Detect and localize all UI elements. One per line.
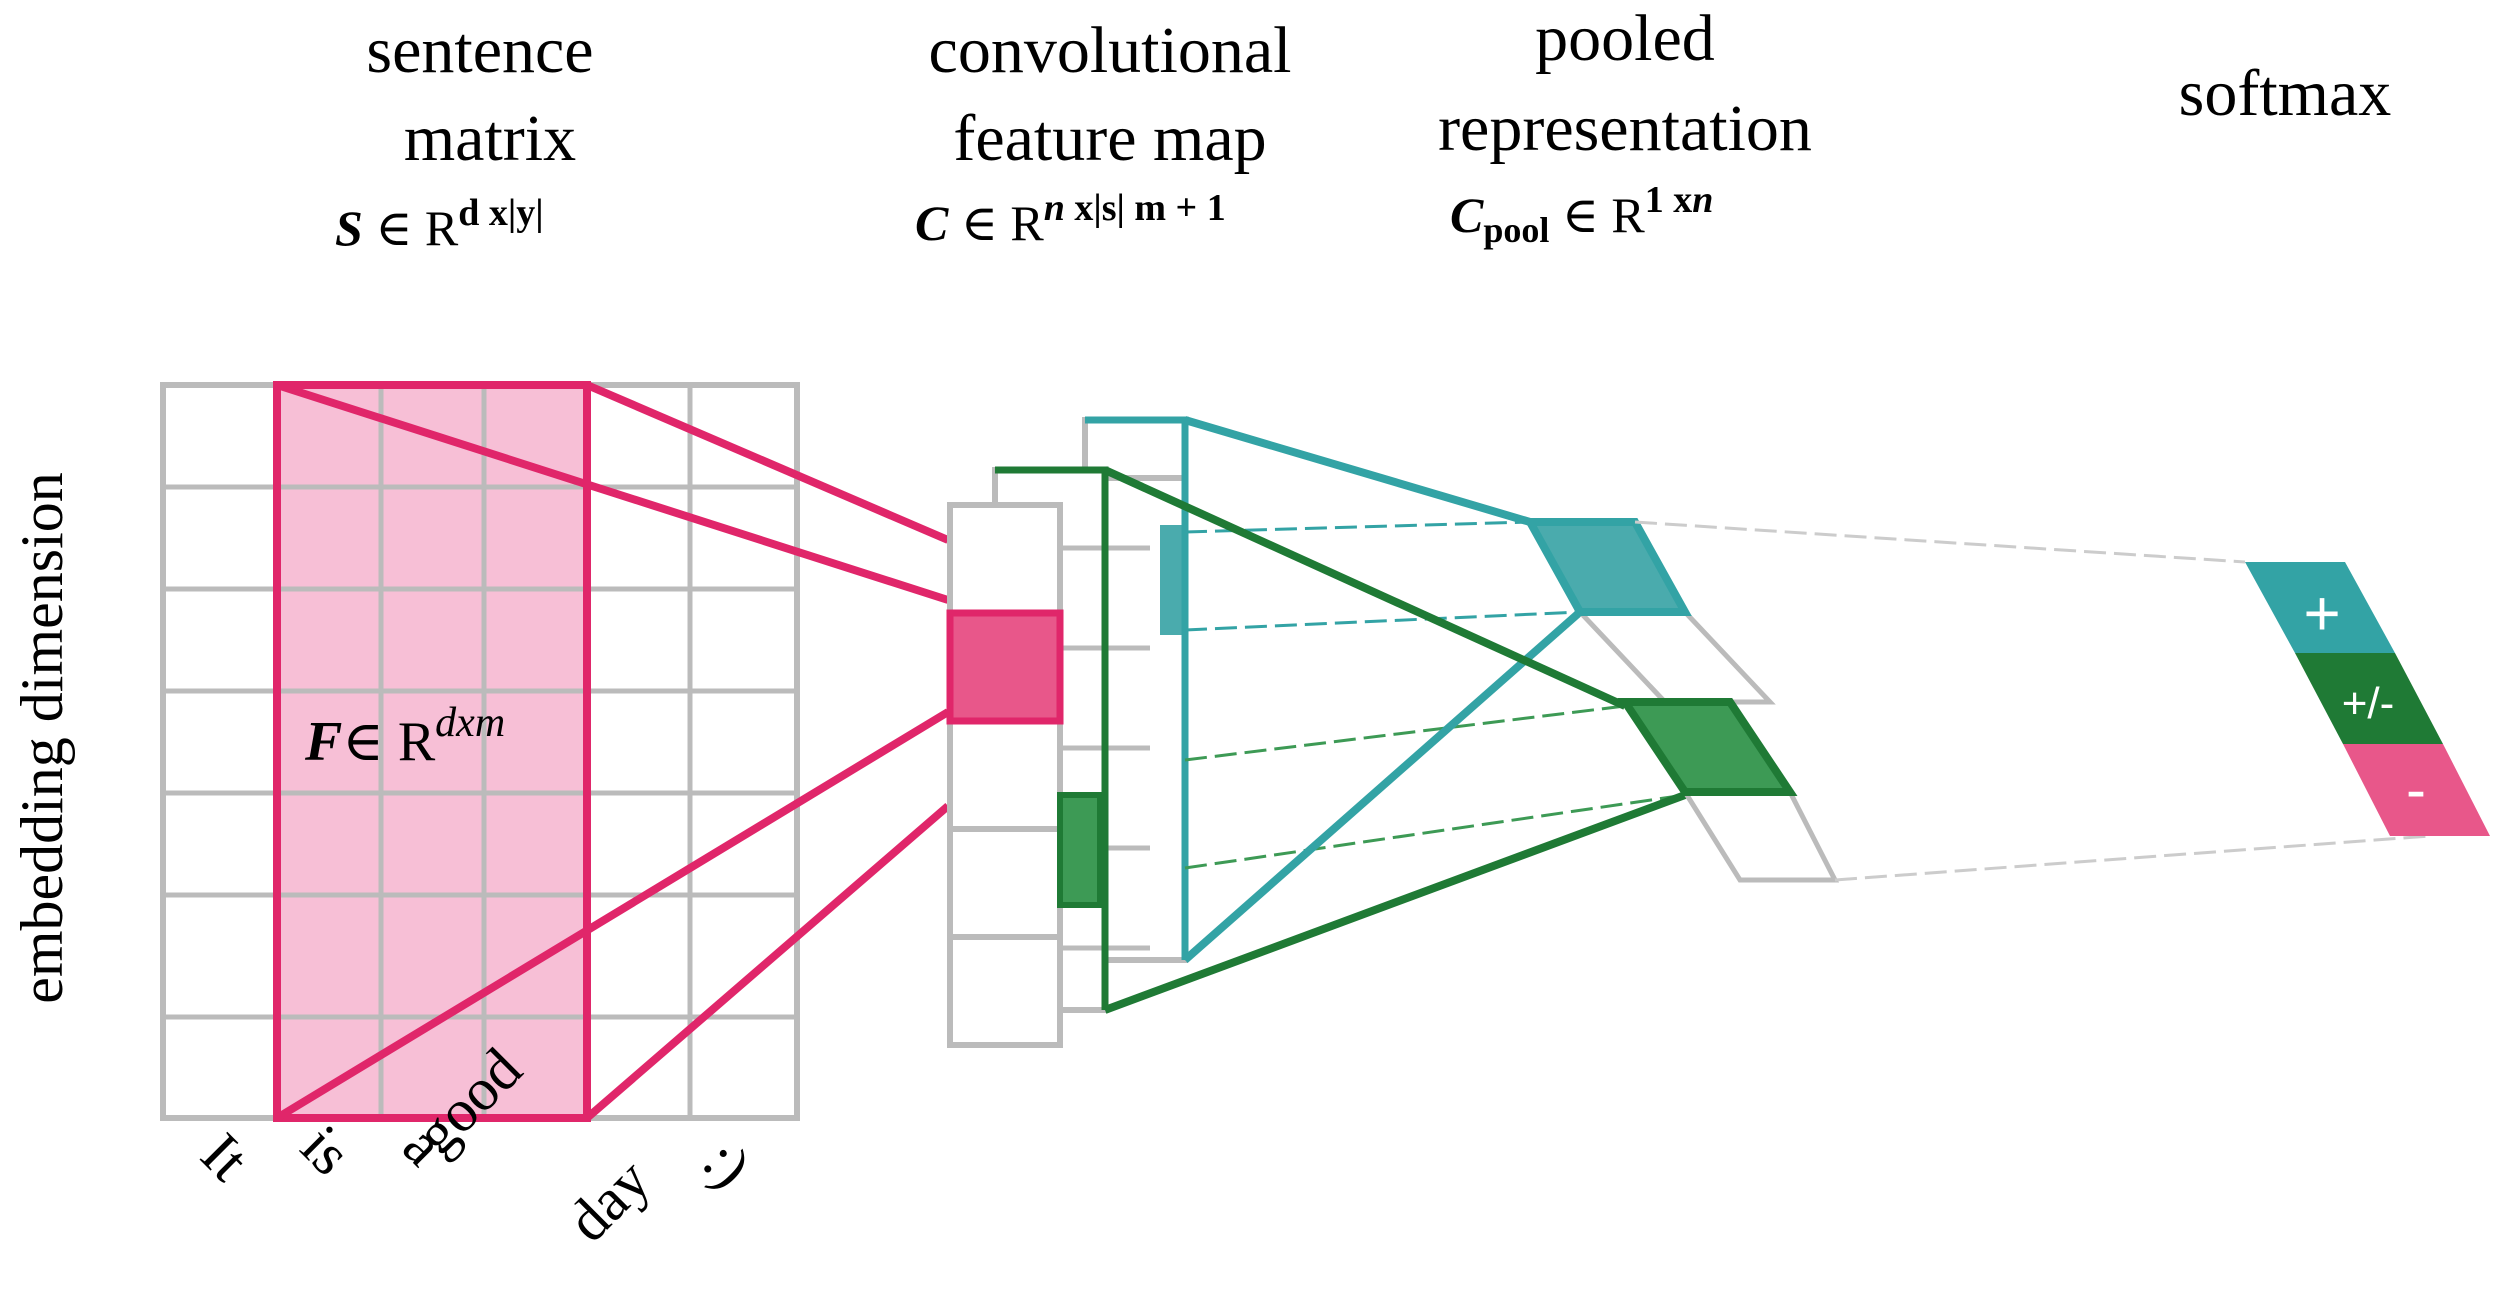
header-pooled-representation: pooled representation — [1438, 2, 1812, 165]
softmax-label: + — [2303, 577, 2340, 649]
softmax-dashed-lines — [1634, 520, 2431, 882]
softmax-label: +/- — [2342, 679, 2395, 728]
feature-map-teal-highlight — [1160, 525, 1185, 635]
pooled-cell — [1574, 609, 1776, 705]
formula-pooled: Cpool ∈ R1 xn — [1450, 179, 1713, 250]
header-line: representation — [1438, 92, 1812, 165]
word-token: It — [189, 1121, 262, 1194]
word-token: day — [555, 1146, 663, 1254]
softmax-class-neutral — [2295, 653, 2443, 744]
softmax-class-negative — [2343, 744, 2490, 836]
word-token: is — [289, 1113, 364, 1188]
sentence-matrix: F∈ Rdxm — [160, 381, 800, 1122]
header-convolutional-feature-map: convolutional feature map — [929, 14, 1292, 175]
pool-dashed-lines — [1184, 520, 1686, 870]
filter-window — [273, 381, 591, 1122]
softmax-output: + +/- - — [2245, 562, 2490, 836]
filter-label: F∈ Rdxm — [304, 700, 505, 773]
softmax-label: - — [2406, 756, 2426, 823]
header-sentence-matrix: sentence matrix — [366, 14, 593, 175]
axis-label-embedding-dimension: embedding dimension — [9, 472, 75, 1004]
header-softmax: softmax — [2179, 57, 2392, 130]
pooled-cell-teal — [1523, 518, 1692, 616]
formula-feature-map: C ∈ Rn x|s| m + 1 — [915, 187, 1226, 251]
header-line: feature map — [953, 102, 1266, 175]
formula-sentence-matrix: S ∈ Rd x|y| — [335, 192, 544, 256]
feature-map-front — [946, 502, 1103, 1048]
header-line: sentence — [366, 14, 593, 87]
pooled-representation — [1523, 518, 1840, 883]
header-line: pooled — [1535, 2, 1715, 75]
word-token: :) — [691, 1128, 764, 1201]
feature-map-active-cell — [946, 609, 1064, 725]
header-line: matrix — [404, 102, 576, 175]
filter-projection-lines — [274, 381, 951, 1122]
header-line: convolutional — [929, 14, 1292, 87]
pooled-cell-green — [1617, 698, 1798, 796]
pool-projection-lines — [1103, 416, 1687, 1014]
filter-highlight — [277, 385, 587, 1118]
softmax-class-positive — [2245, 562, 2395, 653]
